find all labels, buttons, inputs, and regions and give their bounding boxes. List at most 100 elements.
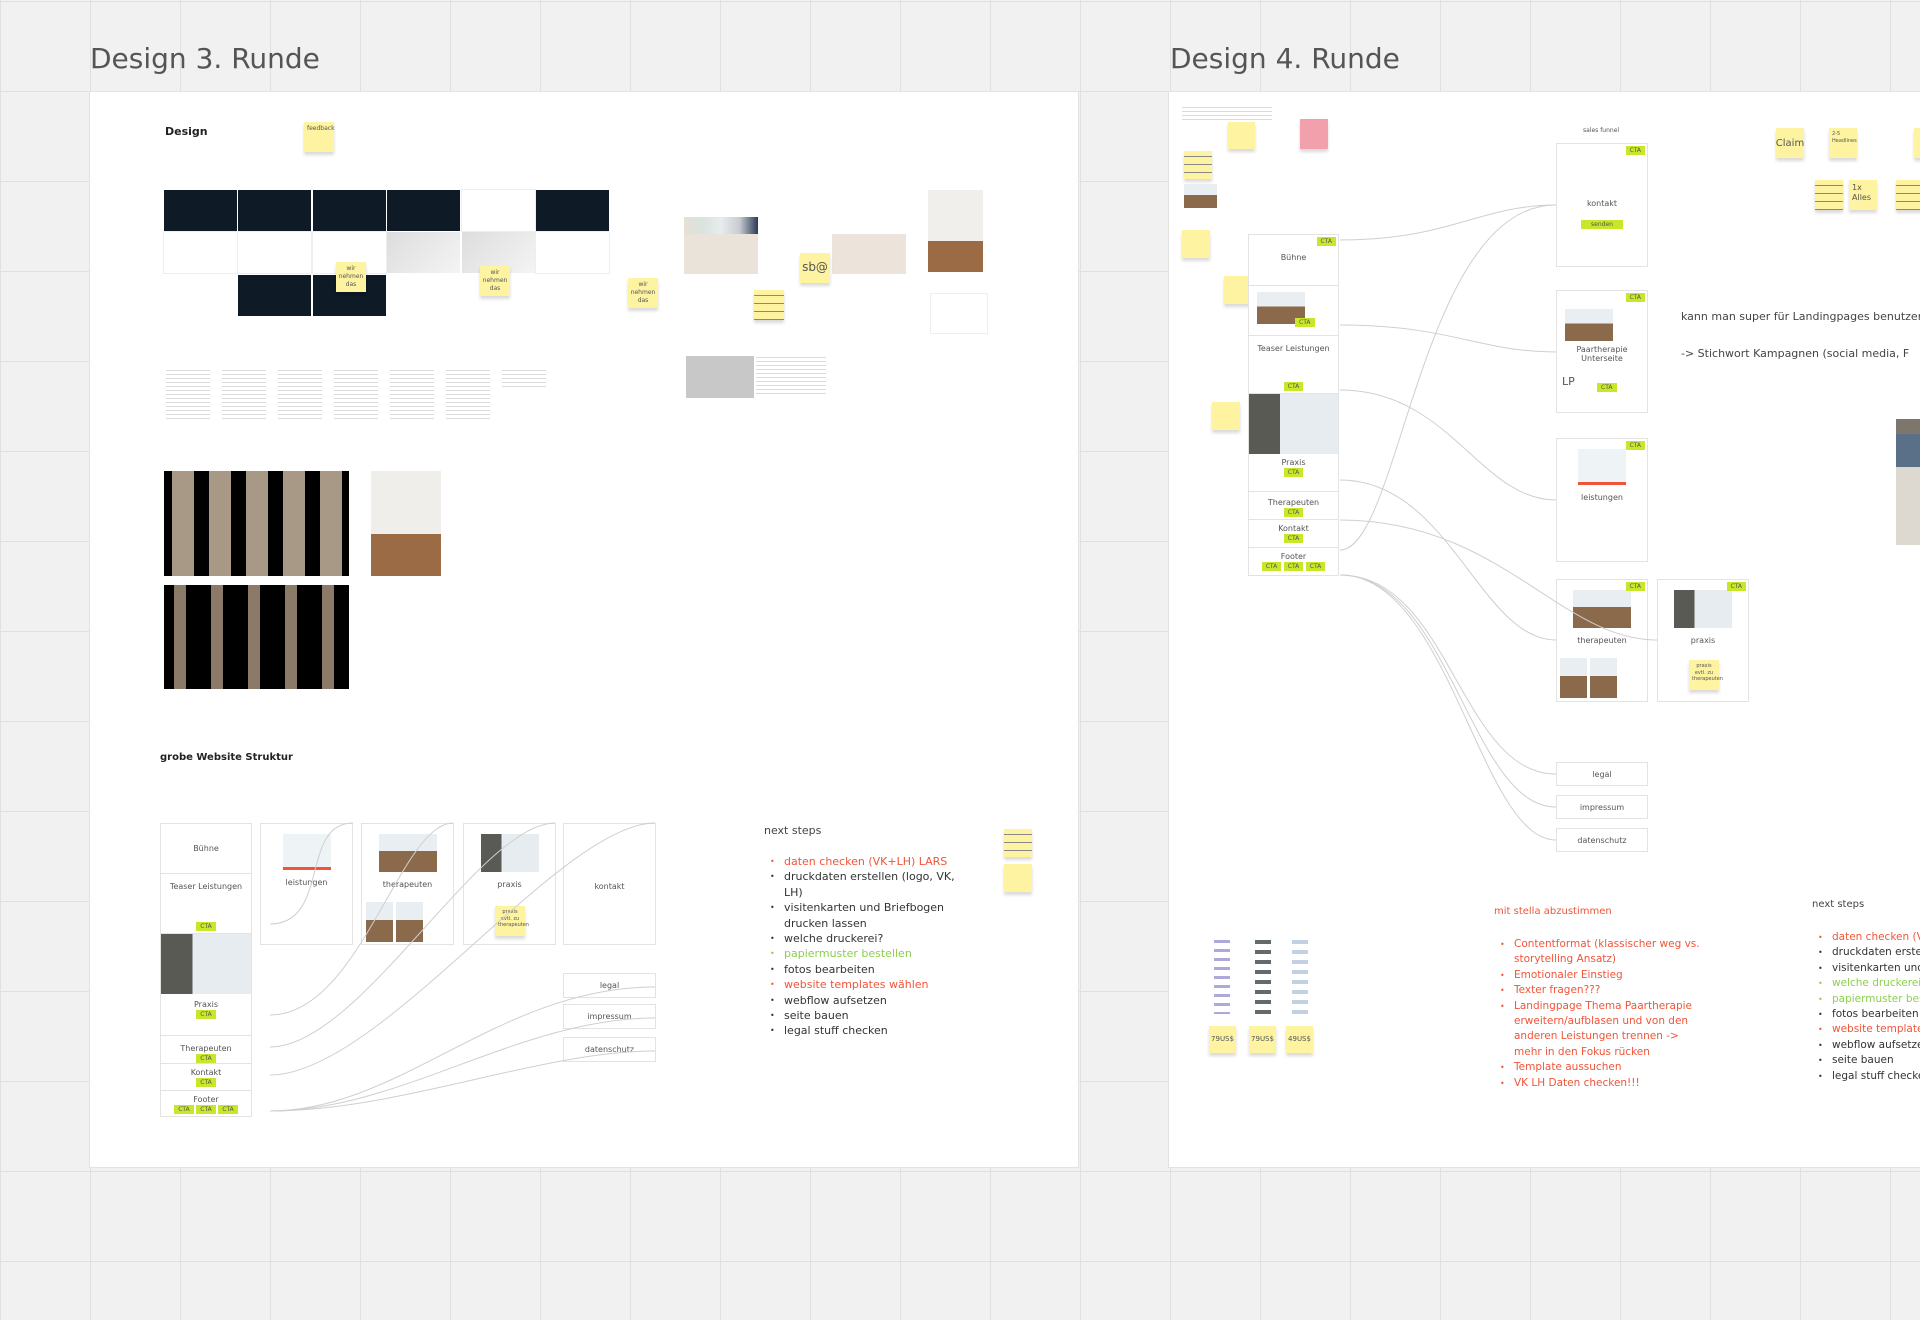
sticky-note[interactable]: praxis evtl. zu therapeuten [1689,660,1723,690]
funnel-card-praxis[interactable]: praxis praxis evtl. zu therapeuten CTA [1657,579,1749,702]
cta-badge[interactable]: CTA [1726,582,1746,591]
cta-badge[interactable]: CTA [1597,383,1617,392]
section-label: Footer [193,1095,219,1104]
cta-badge[interactable]: CTA [1295,318,1315,327]
sb-sticky[interactable]: sb@ [800,253,830,283]
card-label: therapeuten [1577,636,1627,645]
praxis-photo [161,934,251,994]
cta-badge[interactable]: CTA [196,1010,216,1019]
price-sticky[interactable]: 79US$ [1249,1026,1276,1053]
sticky-note[interactable] [1914,128,1920,158]
page-label: kontakt [594,882,625,891]
page-label: praxis [497,880,522,889]
sticky-note[interactable]: wir nehmen das [480,266,510,296]
sticky-note[interactable]: praxis evtl. zu therapeuten [495,906,529,936]
page-card-impressum[interactable]: impressum [563,1004,656,1029]
sticky-note-lines[interactable] [754,290,784,320]
list-item: Contentformat (klassischer weg vs. story… [1494,937,1704,968]
business-card-mockup [684,234,758,274]
sticky-note[interactable] [1182,230,1210,258]
page-card-praxis[interactable]: praxis praxis evtl. zu therapeuten [463,823,556,945]
cta-badge[interactable]: CTA [1283,534,1304,543]
cta-badge[interactable]: CTA [1283,382,1304,391]
cta-badge[interactable]: CTA [1625,582,1645,591]
sticky-note[interactable] [1004,864,1032,892]
sticky-note-lines[interactable] [1815,180,1843,210]
list-item: papiermuster bestellen [764,946,964,962]
page-card-legal[interactable]: legal [1556,762,1648,786]
section-label: Therapeuten [1267,498,1320,507]
funnel-card-therapeuten[interactable]: therapeuten CTA [1556,579,1648,702]
claim-sticky[interactable]: Claim [1776,128,1804,158]
cta-badge[interactable]: CTA [1305,562,1326,571]
sticky-note[interactable]: wir nehmen das [628,278,658,308]
cta-badge[interactable]: CTA [1625,441,1645,450]
list-item: visitenkarten und Briefbogen drucken las… [764,900,964,931]
price-sticky[interactable]: 79US$ [1209,1026,1236,1053]
alles-sticky[interactable]: 1x Alles [1849,180,1877,210]
price-sticky[interactable]: 49US$ [1286,1026,1313,1053]
list-item: welche druckerei? [764,931,964,947]
page-card-impressum[interactable]: impressum [1556,795,1648,819]
sticky-note-lines[interactable] [1896,180,1920,210]
list-item: legal stuff checken [764,1023,964,1039]
sticky-note[interactable]: wir nehmen das [336,262,366,292]
sticky-note-pink[interactable] [1300,119,1328,149]
sticky-note[interactable] [1212,402,1240,430]
praxis-photo [1249,394,1338,454]
list-item: seite bauen [1812,1053,1920,1069]
list-item: Landingpage Thema Paartherapie erweitern… [1494,999,1704,1061]
list-item: seite bauen [764,1008,964,1024]
page-card-datenschutz[interactable]: datenschutz [1556,828,1648,852]
cta-badge[interactable]: CTA [218,1105,238,1114]
cta-badge[interactable]: CTA [1625,293,1645,302]
cta-badge[interactable]: CTA [1283,468,1304,477]
cta-badge[interactable]: CTA [196,1054,216,1063]
list-item: fotos bearbeiten [764,962,964,978]
list-item: visitenkarten und Briefbogen drucken las… [1812,961,1920,977]
wunsch-article-thumbnail [1896,419,1920,545]
cta-badge[interactable]: CTA [196,1078,216,1087]
list-item: papiermuster bestellen [1812,992,1920,1008]
section-buehne: Bühne [161,824,251,874]
list-item: Emotionaler Einstieg [1494,968,1704,984]
cta-badge[interactable]: CTA [1316,237,1336,246]
feedback-sticky[interactable]: feedback [304,122,335,152]
sticky-note[interactable] [1224,276,1252,304]
page-card-therapeuten[interactable]: therapeuten [361,823,454,945]
cta-badge[interactable]: CTA [1625,146,1645,155]
cta-badge[interactable]: CTA [1261,562,1282,571]
cta-badge[interactable]: CTA [196,922,216,931]
frame-round-3[interactable]: Design feedback wir nehmen das wir nehme… [90,92,1078,1167]
sticky-note[interactable] [1228,122,1255,149]
page-card-leistungen[interactable]: leistungen [260,823,353,945]
card-label: praxis [1690,636,1716,645]
cta-badge[interactable]: CTA [1283,562,1304,571]
cta-badge[interactable]: CTA [1283,508,1304,517]
section-label: Therapeuten [180,1044,232,1053]
send-button[interactable]: senden [1581,220,1623,229]
list-item: daten checken (VK+LH) LARS [764,854,964,870]
page-card-datenschutz[interactable]: datenschutz [563,1037,656,1062]
headlines-sticky[interactable]: 2-5 Headlines [1829,128,1857,158]
page-card-legal[interactable]: legal [563,973,656,998]
sticky-note-lines[interactable] [1004,829,1032,857]
cta-badge[interactable]: CTA [196,1105,216,1114]
section-label: Bühne [193,844,219,853]
next-steps-heading: next steps [764,824,822,837]
cta-badge[interactable]: CTA [174,1105,194,1114]
section-label: Kontakt [1278,524,1309,533]
design-heading: Design [165,125,208,138]
photo-thumbnail [1184,184,1217,208]
page-card-kontakt[interactable]: kontakt [563,823,656,945]
sticky-note-lines[interactable] [1184,151,1212,179]
